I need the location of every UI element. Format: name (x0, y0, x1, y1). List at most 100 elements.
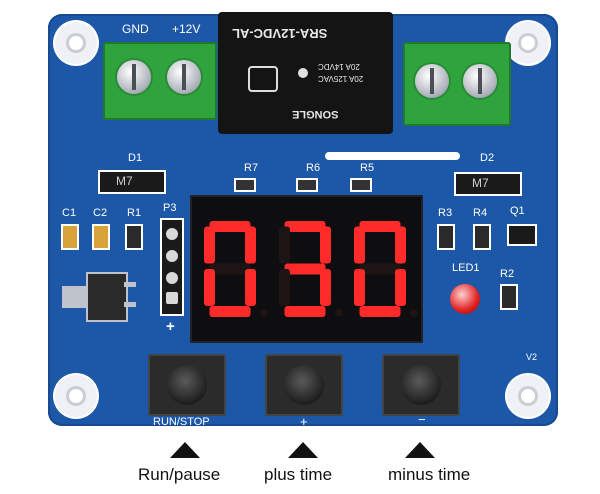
relay: SRA-12VDC-AL 20A 14VDC 20A 125VAC SONGLE (218, 12, 393, 134)
arrow-up-icon (405, 442, 435, 458)
mounting-hole (55, 22, 97, 64)
caption-run-pause: Run/pause (138, 465, 221, 484)
mounting-hole (507, 22, 549, 64)
regulator-pin (124, 282, 136, 287)
segment-d (359, 306, 401, 317)
r6-label: R6 (306, 162, 321, 174)
resistor-r6 (296, 178, 318, 192)
segment-a (284, 221, 326, 232)
r2-label: R2 (500, 268, 515, 280)
r7-label: R7 (244, 162, 259, 174)
relay-rating-1: 20A 14VDC (318, 62, 360, 71)
voltage-regulator (86, 272, 128, 322)
segment-e (204, 269, 215, 306)
screw-icon (415, 64, 449, 98)
version-label: V2 (526, 352, 538, 362)
resistor-r4 (473, 224, 491, 250)
segment-b (320, 226, 331, 264)
status-led (450, 284, 480, 314)
plus-button[interactable] (265, 354, 343, 416)
diode-d1: M7 (98, 170, 166, 194)
transistor-q1 (507, 224, 537, 246)
pin-header-p3 (160, 218, 184, 316)
resistor-r3 (437, 224, 455, 250)
digit-segments (204, 221, 418, 317)
segment-b (395, 226, 406, 264)
resistor-r2 (500, 284, 518, 310)
segment-f (354, 226, 365, 264)
load-terminal-block (403, 42, 511, 126)
seven-segment-display (190, 195, 423, 343)
power-terminal-block (103, 42, 217, 120)
segment-d (209, 306, 251, 317)
diode-mark: M7 (116, 174, 133, 188)
12v-label: +12V (172, 22, 201, 36)
decimal-point (260, 309, 268, 317)
r4-label: R4 (473, 207, 488, 219)
segment-g (284, 263, 326, 275)
segment-c (395, 269, 406, 306)
mounting-hole (55, 375, 97, 417)
caption-minus-time: minus time (388, 465, 471, 484)
diode-d2: M7 (454, 172, 522, 196)
caption-plus-time: plus time (264, 465, 333, 484)
gnd-label: GND (122, 22, 149, 36)
plus-label: + (300, 414, 308, 429)
screw-icon (463, 64, 497, 98)
segment-d (284, 306, 326, 317)
capacitor-c1 (61, 224, 79, 250)
d1-label: D1 (128, 152, 143, 164)
p3-label: P3 (163, 202, 177, 214)
resistor-r7 (234, 178, 256, 192)
decimal-point (410, 309, 418, 317)
header-pin (166, 250, 178, 262)
silkscreen-strip (325, 152, 460, 160)
d2-label: D2 (480, 152, 495, 164)
q1-label: Q1 (510, 205, 525, 217)
plus-mark: + (166, 318, 175, 335)
digit-2 (279, 221, 343, 317)
r5-label: R5 (360, 162, 375, 174)
run-stop-button[interactable] (148, 354, 226, 416)
decimal-point (335, 309, 343, 317)
digit-3 (354, 221, 418, 317)
resistor-r5 (350, 178, 372, 192)
regulator-pin (124, 302, 136, 307)
arrow-up-icon (170, 442, 200, 458)
segment-f (204, 226, 215, 264)
ul-mark-icon (248, 66, 278, 92)
capacitor-c2 (92, 224, 110, 250)
button-cap[interactable] (284, 365, 324, 405)
segment-a (359, 221, 401, 232)
segment-b (245, 226, 256, 264)
relay-dot (298, 68, 308, 78)
button-cap[interactable] (167, 365, 207, 405)
relay-brand: SONGLE (292, 108, 339, 120)
diode-mark: M7 (472, 176, 489, 190)
minus-label: − (418, 412, 426, 427)
screw-icon (117, 60, 151, 94)
r3-label: R3 (438, 207, 453, 219)
segment-c (320, 269, 331, 306)
header-pin (166, 228, 178, 240)
mounting-hole (507, 375, 549, 417)
r1-label: R1 (127, 207, 142, 219)
header-pin (166, 272, 178, 284)
segment-g (209, 263, 251, 275)
segment-e (354, 269, 365, 306)
screw-icon (167, 60, 201, 94)
relay-rating-2: 20A 125VAC (318, 74, 364, 83)
relay-model: SRA-12VDC-AL (232, 26, 328, 41)
segment-g (359, 263, 401, 275)
c1-label: C1 (62, 207, 77, 219)
arrow-up-icon (288, 442, 318, 458)
led1-label: LED1 (452, 262, 480, 274)
segment-a (209, 221, 251, 232)
minus-button[interactable] (382, 354, 460, 416)
segment-e (279, 269, 290, 306)
c2-label: C2 (93, 207, 108, 219)
button-cap[interactable] (401, 365, 441, 405)
header-pin (166, 292, 178, 304)
segment-c (245, 269, 256, 306)
resistor-r1 (125, 224, 143, 250)
